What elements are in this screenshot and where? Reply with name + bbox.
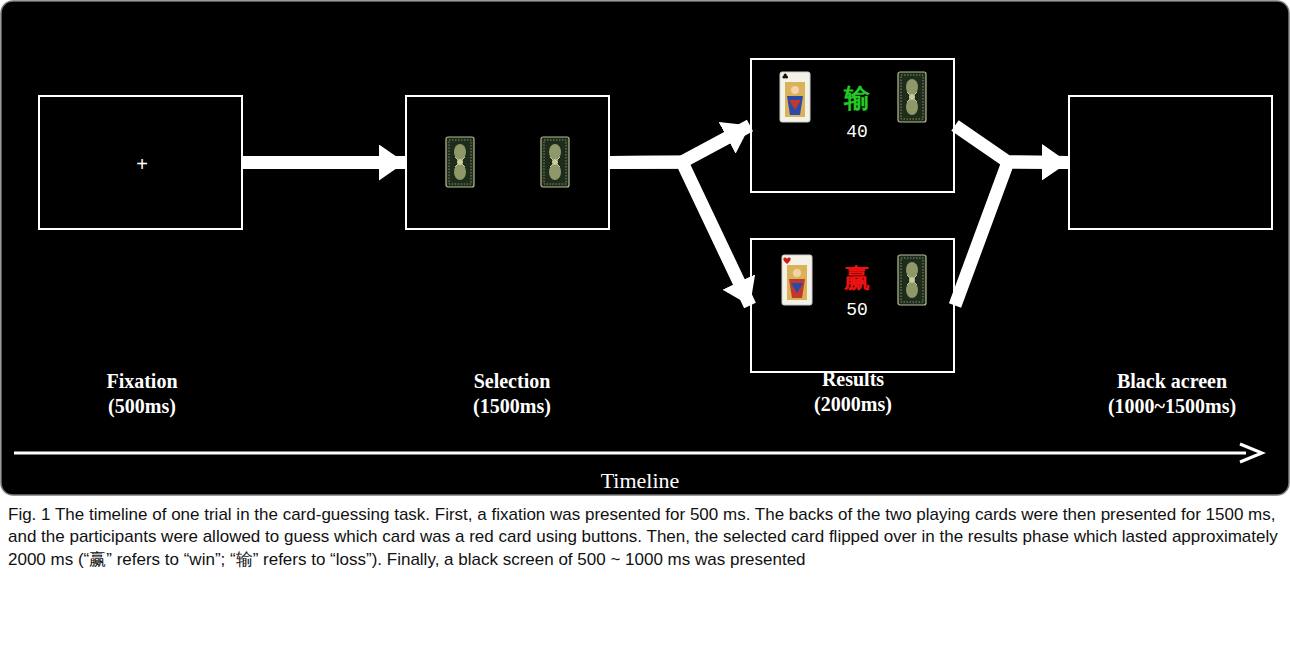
flow-arrow	[610, 162, 750, 306]
phase-label: Selection (1500ms)	[452, 369, 572, 419]
screen-text: 40	[846, 121, 868, 144]
screen-text: +	[136, 152, 148, 177]
figure-caption: Fig. 1 The timeline of one trial in the …	[8, 504, 1280, 571]
card-back	[446, 137, 474, 187]
flow-arrow	[955, 162, 1068, 306]
flow-arrow	[243, 156, 405, 169]
queen-of-clubs-card	[780, 72, 810, 122]
king-of-hearts-card	[782, 255, 812, 305]
phase-label: Black acreen (1000~1500ms)	[1092, 369, 1252, 419]
win-result-screen: 赢 50	[750, 238, 955, 373]
card-back	[898, 72, 926, 122]
selection-screen: Selection (1500ms)	[405, 95, 610, 230]
phase-label: Fixation (500ms)	[87, 369, 197, 419]
screen-text: 赢	[844, 262, 870, 295]
screen-text: 输	[844, 82, 870, 115]
phase-label: Results (2000ms)	[798, 367, 908, 417]
card-back	[898, 255, 926, 305]
screen-text: 50	[846, 299, 868, 322]
black-panel	[1, 1, 1289, 495]
fixation-screen: +Fixation (500ms)	[38, 95, 243, 230]
loss-result-screen: 输 40	[750, 58, 955, 193]
timeline-line	[14, 452, 1246, 455]
card-back	[541, 137, 569, 187]
timeline-arrowhead	[1240, 444, 1262, 462]
blank-screen: Black acreen (1000~1500ms)	[1068, 95, 1273, 230]
timeline-label: Timeline	[601, 467, 680, 495]
